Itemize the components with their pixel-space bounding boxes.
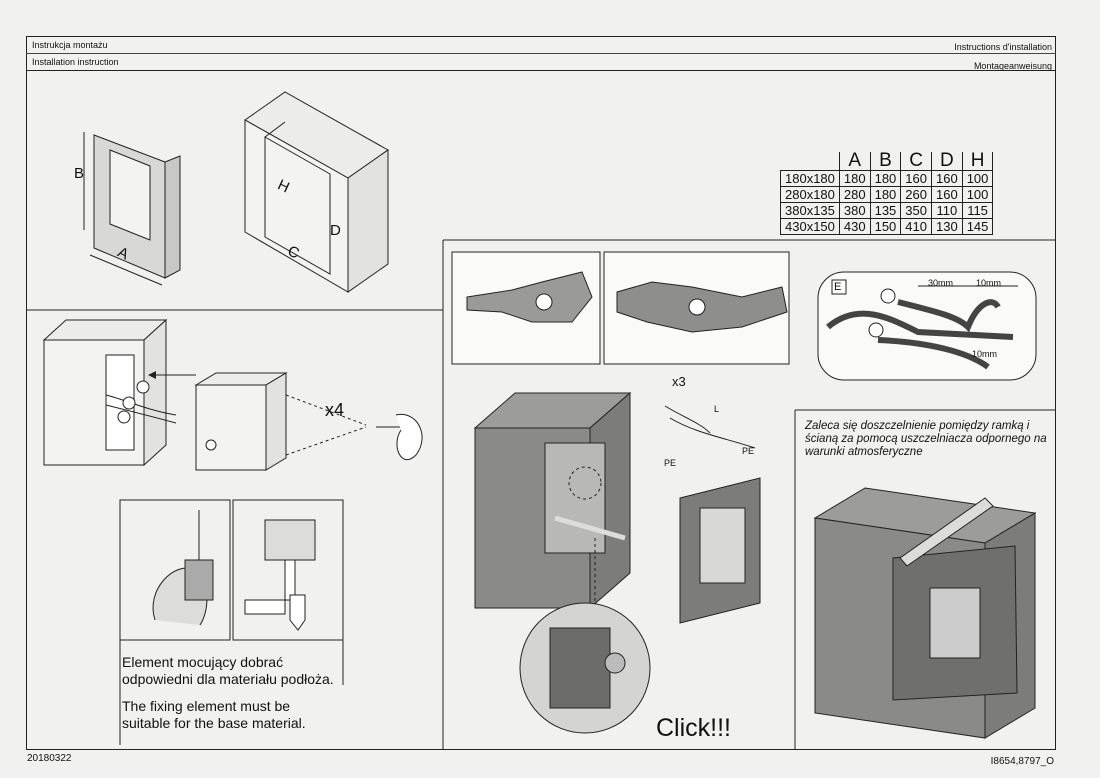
table-cell: 430 [838,218,871,235]
table-cell: 410 [900,218,932,235]
table-cell-model: 280x180 [780,186,840,203]
table-cell-model: 380x135 [780,202,840,219]
header-title-en: Installation instruction [32,57,119,67]
strip-label-e: E [834,281,842,293]
header-title-fr: Instructions d'installation [954,42,1052,52]
table-cell: 145 [961,218,994,235]
click-label: Click!!! [656,714,731,742]
assembly-drawing [473,391,761,734]
sealing-drawing [813,487,1037,739]
header-bottom-rule [26,70,1056,71]
wire-label-pe-left: PE [664,458,677,468]
table-header-cell: B [869,151,902,171]
table-cell: 180 [869,170,902,187]
drilling-panel [119,499,344,745]
strip-label-30mm: 30mm [928,278,954,288]
connector-count-label: x3 [672,374,686,389]
box-dimension-drawing [244,91,389,293]
table-cell: 380 [838,202,871,219]
wire-stripping-drawing [451,251,790,365]
strip-length-diagram [817,271,1037,381]
table-cell: 280 [838,186,871,203]
wiring-box-drawing [42,318,423,471]
table-cell: 260 [900,186,932,203]
table-cell: 115 [961,202,994,219]
table-header-cell: C [900,151,932,171]
fixing-note-pl: Element mocujący dobrać odpowiedni dla m… [122,654,334,687]
table-header-cell: D [931,151,963,171]
header-title-pl: Instrukcja montażu [32,40,108,50]
dim-label-d: D [330,222,341,239]
table-row: 430x150 430 150 410 130 145 [780,218,994,235]
sealing-note: Zaleca się doszczelnienie pomiędzy ramką… [805,420,1047,458]
table-header-row: A B C D H [781,151,994,171]
table-cell: 180 [869,186,902,203]
table-cell: 135 [869,202,902,219]
footer-date: 20180322 [27,753,72,764]
table-cell: 180 [838,170,871,187]
table-row: 380x135 380 135 350 110 115 [780,202,994,219]
strip-label-10mm-lower: 10mm [972,349,998,359]
screw-count-label: x4 [325,400,345,420]
table-cell: 160 [900,170,932,187]
table-cell-model: 180x180 [780,170,840,187]
table-cell: 350 [900,202,932,219]
dim-label-b: B [74,165,85,182]
wire-label-pe-right: PE [742,446,755,456]
wire-label-l: L [714,404,720,414]
table-cell: 160 [931,186,963,203]
table-cell: 110 [931,202,963,219]
table-cell: 160 [931,170,963,187]
strip-label-10mm: 10mm [976,278,1002,288]
header-divider [26,53,1056,54]
dimensions-table: A B C D H 180x180 180 180 160 160 100 28… [780,151,994,235]
frame-dimension-drawing [83,132,181,286]
header-title-de: Montageanweisung [973,61,1052,71]
table-header-cell: A [838,151,871,171]
table-row: 180x180 180 180 160 160 100 [780,170,994,187]
table-cell: 100 [961,170,994,187]
table-cell: 150 [869,218,902,235]
table-cell: 130 [931,218,963,235]
footer-code: I8654,8797_O [990,756,1054,767]
table-cell: 100 [961,186,994,203]
table-row: 280x180 280 180 260 160 100 [780,186,994,203]
table-cell-model: 430x150 [780,218,840,235]
table-header-cell: H [961,151,994,171]
page-frame [26,36,1056,750]
fixing-note-en: The fixing element must be suitable for … [122,698,306,731]
